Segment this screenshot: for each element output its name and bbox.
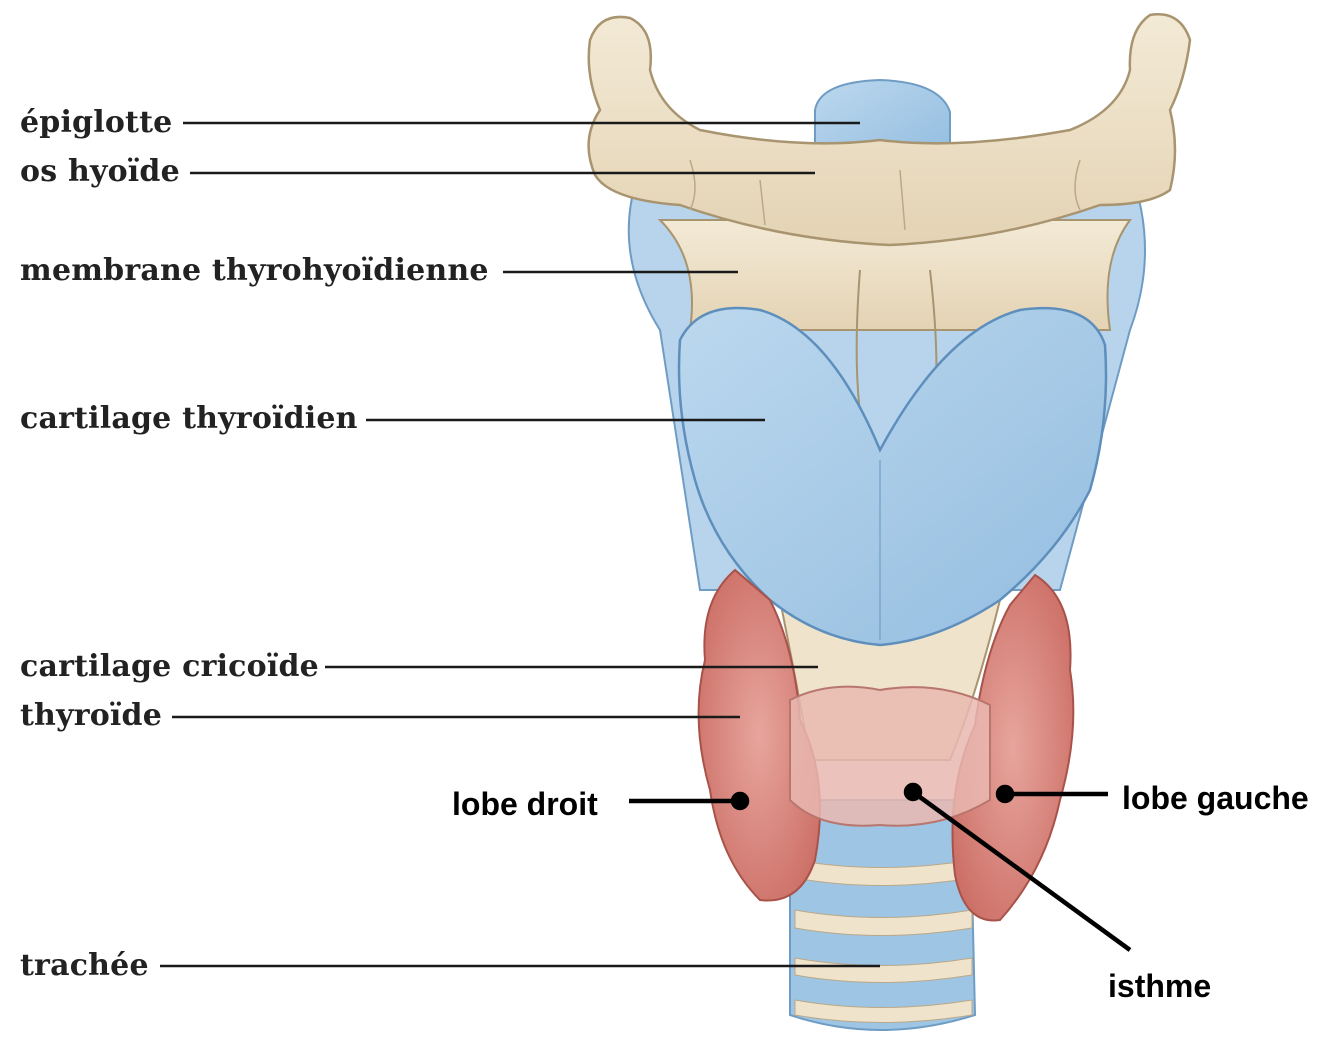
label-right-lobe: lobe droit	[452, 788, 598, 820]
thyroid-isthmus	[790, 687, 990, 826]
label-thyroid-cartilage: cartilage thyroïdien	[20, 404, 358, 434]
label-left-lobe: lobe gauche	[1122, 782, 1309, 814]
label-thyroid: thyroïde	[20, 701, 162, 731]
label-epiglottis: épiglotte	[20, 108, 172, 138]
label-hyoid-bone: os hyoïde	[20, 157, 180, 187]
label-isthmus: isthme	[1108, 970, 1211, 1002]
label-thyrohyoid-membrane: membrane thyrohyoïdienne	[20, 256, 489, 286]
label-trachea: trachée	[20, 951, 149, 981]
label-cricoid-cartilage: cartilage cricoïde	[20, 652, 319, 682]
